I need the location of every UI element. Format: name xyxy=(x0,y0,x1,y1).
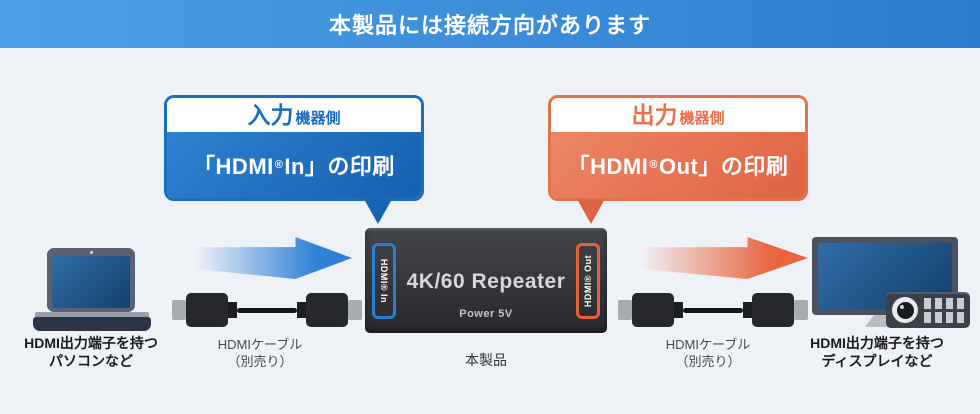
output-callout-text-2: Out」の印刷 xyxy=(658,154,789,179)
projector-lens-inner xyxy=(896,301,914,319)
left-cable-caption-line1: HDMIケーブル xyxy=(217,337,303,352)
cable-neck xyxy=(674,302,683,318)
hdmi-plug-tip xyxy=(348,300,362,320)
output-callout-body: 「HDMI®Out」の印刷 xyxy=(551,132,805,198)
right-cable-caption-line1: HDMIケーブル xyxy=(665,337,751,352)
output-callout-pointer xyxy=(577,199,605,224)
repeater-device: HDMI® In 4K/60 Repeater Power 5V HDMI® O… xyxy=(365,228,607,333)
output-callout-title-main: 出力 xyxy=(631,102,678,128)
header-bar: 本製品には接続方向があります xyxy=(0,0,980,48)
hdmi-plug xyxy=(306,293,348,327)
source-caption-line1: HDMI出力端子を持つ xyxy=(24,335,158,351)
hdmi-out-port-text: HDMI® Out xyxy=(583,254,593,308)
cable-wire xyxy=(683,307,743,313)
hdmi-plug-tip xyxy=(618,300,632,320)
input-callout-body: 「HDMI®In」の印刷 xyxy=(167,132,421,198)
input-callout-title: 入力機器側 xyxy=(167,98,421,132)
input-callout-title-sub: 機器側 xyxy=(295,110,341,127)
display-caption-line2: ディスプレイなど xyxy=(821,353,933,369)
hdmi-cable-icon xyxy=(172,291,362,329)
output-callout-text: 「HDMI xyxy=(567,154,649,179)
hdmi-in-port-label: HDMI® In xyxy=(372,243,396,319)
laptop-screen xyxy=(52,256,130,308)
right-cable-caption-line2: （別売り） xyxy=(675,354,741,369)
laptop-icon xyxy=(33,243,151,331)
arrow-right-icon xyxy=(640,237,808,279)
source-caption-line2: パソコンなど xyxy=(49,353,133,369)
hdmi-plug xyxy=(752,293,794,327)
input-callout-pointer xyxy=(364,199,392,224)
cable-neck xyxy=(743,302,752,318)
hdmi-plug-tip xyxy=(172,300,186,320)
registered-mark: ® xyxy=(649,159,658,171)
right-cable-caption: HDMIケーブル （別売り） xyxy=(648,336,768,370)
device-power-label: Power 5V xyxy=(459,308,513,320)
source-device-caption: HDMI出力端子を持つ パソコンなど xyxy=(10,334,172,370)
projector-icon xyxy=(886,292,970,328)
page-title: 本製品には接続方向があります xyxy=(328,13,651,38)
left-cable-caption-line2: （別売り） xyxy=(227,354,293,369)
cable-wire xyxy=(237,307,297,313)
cable-neck xyxy=(228,302,237,318)
arrow-right-icon xyxy=(195,237,352,279)
left-cable-caption: HDMIケーブル （別売り） xyxy=(200,336,320,370)
output-callout-title: 出力機器側 xyxy=(551,98,805,132)
laptop-keyboard-deck xyxy=(35,312,149,317)
registered-mark: ® xyxy=(274,159,284,171)
input-side-callout: 入力機器側 「HDMI®In」の印刷 xyxy=(164,95,424,201)
hdmi-cable-icon xyxy=(618,291,808,329)
display-device-caption: HDMI出力端子を持つ ディスプレイなど xyxy=(796,334,958,370)
device-name: 4K/60 Repeater xyxy=(406,270,566,293)
laptop-webcam xyxy=(90,251,93,254)
hdmi-plug-tip xyxy=(794,300,808,320)
input-callout-title-main: 入力 xyxy=(247,102,294,128)
hdmi-plug xyxy=(632,293,674,327)
input-callout-text: 「HDMI xyxy=(193,154,274,179)
product-caption: 本製品 xyxy=(465,352,507,368)
output-callout-title-sub: 機器側 xyxy=(679,110,725,127)
projector-lens xyxy=(892,297,918,323)
cable-neck xyxy=(297,302,306,318)
hdmi-out-port-label: HDMI® Out xyxy=(576,243,600,319)
output-side-callout: 出力機器側 「HDMI®Out」の印刷 xyxy=(548,95,808,201)
display-caption-line1: HDMI出力端子を持つ xyxy=(810,335,944,351)
input-callout-text-2: In」の印刷 xyxy=(284,154,395,179)
hdmi-plug xyxy=(186,293,228,327)
projector-vent xyxy=(924,312,965,323)
laptop-lid xyxy=(47,248,135,312)
laptop-base xyxy=(33,317,151,331)
projector-vent xyxy=(924,298,965,309)
